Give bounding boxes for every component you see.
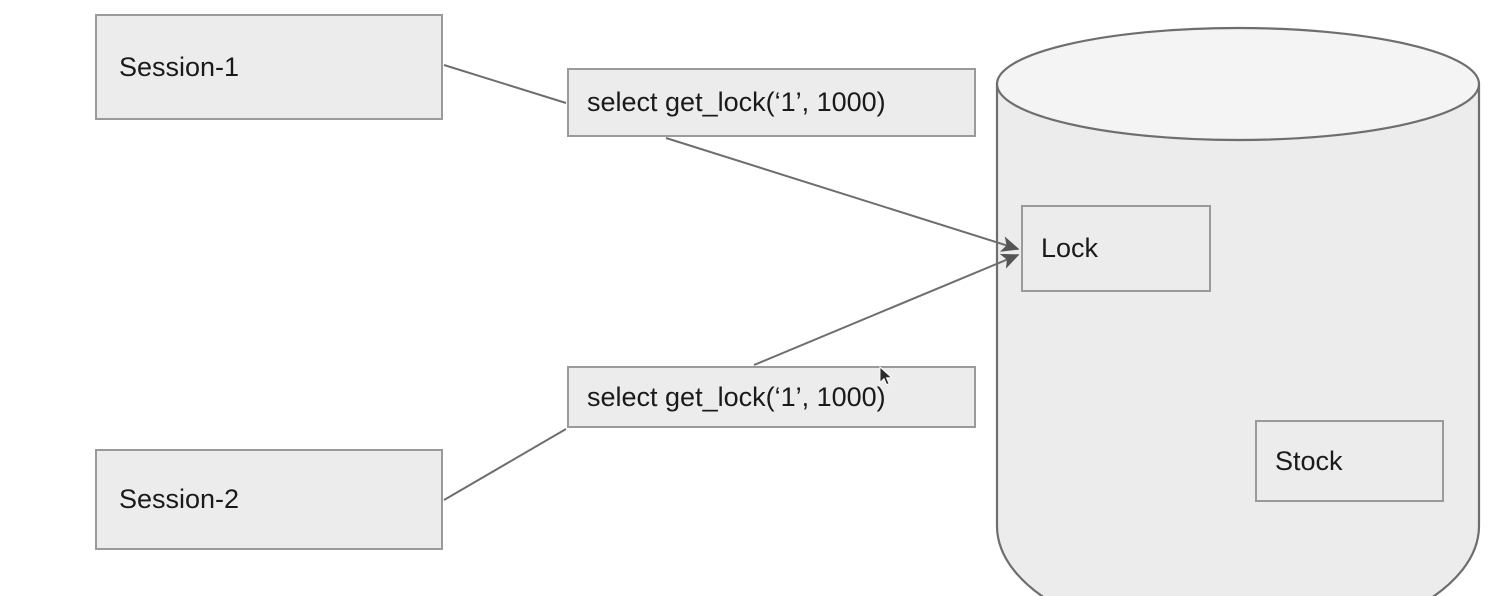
session-1-label: Session-1 <box>119 51 240 82</box>
query-1-box[interactable]: select get_lock(‘1’, 1000) <box>567 68 976 137</box>
query-2-box[interactable]: select get_lock(‘1’, 1000) <box>567 366 976 428</box>
query-1-label: select get_lock(‘1’, 1000) <box>587 87 886 117</box>
lock-box[interactable]: Lock <box>1021 205 1211 292</box>
cylinder-body <box>995 82 1481 596</box>
query-2-label: select get_lock(‘1’, 1000) <box>587 381 886 412</box>
session-2-label: Session-2 <box>119 484 240 514</box>
session-1-box[interactable]: Session-1 <box>95 14 443 120</box>
connector-query-2-to-lock <box>753 253 1020 366</box>
stock-label: Stock <box>1275 445 1343 476</box>
lock-label: Lock <box>1041 233 1099 263</box>
cylinder-top <box>995 26 1481 142</box>
session-2-box[interactable]: Session-2 <box>95 449 443 550</box>
stock-box[interactable]: Stock <box>1255 420 1444 502</box>
connector-query-1-to-lock <box>665 137 1020 252</box>
mouse-cursor-icon <box>879 366 893 386</box>
connector-session-2-to-query-2 <box>443 428 567 501</box>
connector-session-1-to-query-1 <box>443 64 567 104</box>
database-cylinder <box>995 26 1481 596</box>
